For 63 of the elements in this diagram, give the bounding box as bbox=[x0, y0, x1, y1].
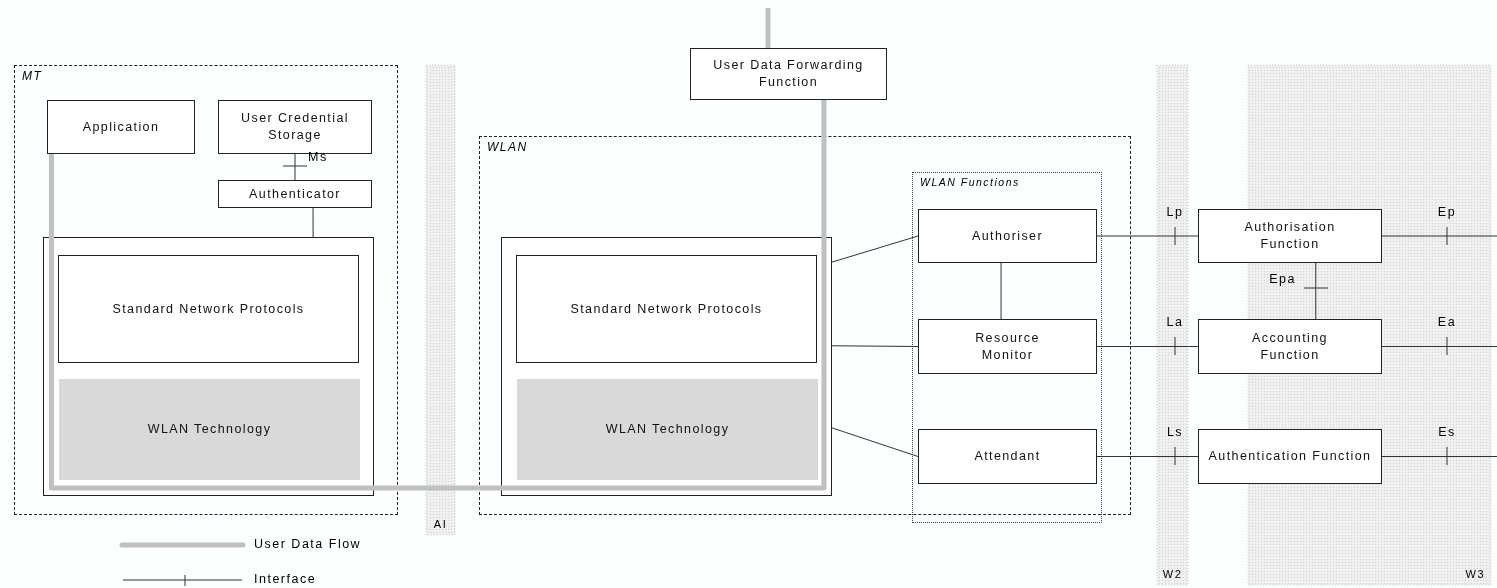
connector-line bbox=[831, 235, 919, 263]
dashed-container bbox=[14, 65, 398, 515]
container-label: MT bbox=[22, 69, 43, 83]
technology-block bbox=[59, 379, 360, 480]
interface-label: Es bbox=[1438, 425, 1456, 439]
interface-label: La bbox=[1166, 315, 1184, 329]
box-label: Attendant bbox=[974, 448, 1041, 465]
interface-line bbox=[1303, 262, 1329, 320]
interface-line bbox=[1096, 226, 1199, 246]
legend-label: Interface bbox=[254, 572, 317, 586]
box-label: Accounting Function bbox=[1251, 329, 1329, 364]
data-flow-line bbox=[48, 100, 827, 491]
box-label: Authenticator bbox=[249, 185, 341, 203]
connector-line bbox=[831, 345, 919, 347]
interface-label: Ms bbox=[308, 150, 328, 164]
box-label: Application bbox=[82, 118, 160, 136]
connector-line bbox=[1000, 262, 1002, 320]
container-label: WLAN bbox=[487, 140, 528, 154]
connector-line bbox=[312, 207, 314, 238]
process-box bbox=[501, 237, 832, 496]
connector-line bbox=[831, 427, 919, 457]
process-box bbox=[43, 237, 374, 496]
process-box bbox=[918, 429, 1097, 484]
interface-line bbox=[1096, 336, 1199, 356]
box-label: WLAN Technology bbox=[605, 421, 730, 438]
interface-label: Ea bbox=[1437, 315, 1457, 329]
interface-label: Epa bbox=[1269, 272, 1296, 286]
legend-label: User Data Flow bbox=[254, 537, 362, 551]
interface-line bbox=[1381, 226, 1497, 246]
data-flow-line bbox=[765, 8, 771, 48]
interface-line bbox=[1381, 446, 1497, 466]
box-label: Authentication Function bbox=[1208, 448, 1372, 465]
box-label: User Data Forwarding Function bbox=[712, 57, 865, 91]
group-label: WLAN Functions bbox=[920, 176, 1020, 188]
process-box bbox=[58, 255, 359, 363]
process-box bbox=[918, 209, 1097, 263]
process-box bbox=[1198, 319, 1382, 374]
interface-label: Ep bbox=[1437, 205, 1457, 219]
technology-block bbox=[517, 379, 818, 480]
process-box bbox=[1198, 209, 1382, 263]
band-label: W2 bbox=[1162, 568, 1183, 580]
process-box bbox=[218, 100, 372, 154]
process-box bbox=[516, 255, 817, 363]
box-label: User Credential Storage bbox=[240, 110, 350, 144]
box-label: WLAN Technology bbox=[147, 421, 272, 438]
process-box bbox=[690, 48, 887, 100]
band-label: W3 bbox=[1465, 568, 1485, 580]
interface-line bbox=[282, 153, 308, 181]
process-box bbox=[218, 180, 372, 208]
interface-label: Ls bbox=[1166, 425, 1184, 439]
process-box bbox=[47, 100, 195, 154]
dotted-group bbox=[912, 172, 1102, 523]
interface-label: Lp bbox=[1166, 205, 1184, 219]
process-box bbox=[918, 319, 1097, 374]
box-label: Standard Network Protocols bbox=[112, 300, 305, 318]
interface-line bbox=[1381, 336, 1497, 356]
band-label: AI bbox=[433, 518, 448, 530]
interface-line bbox=[1096, 446, 1199, 466]
process-box bbox=[1198, 429, 1382, 484]
box-label: Standard Network Protocols bbox=[570, 300, 763, 318]
box-label: Authorisation Function bbox=[1243, 219, 1337, 253]
box-label: Resource Monitor bbox=[974, 329, 1041, 364]
box-label: Authoriser bbox=[972, 227, 1043, 245]
